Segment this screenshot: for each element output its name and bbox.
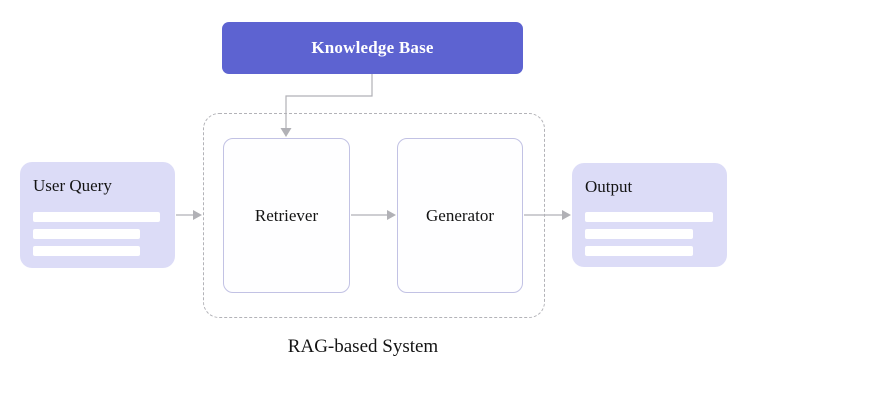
placeholder-bar: [33, 212, 160, 222]
diagram-caption: RAG-based System: [287, 336, 439, 357]
placeholder-bar: [585, 212, 713, 222]
placeholder-bar: [585, 246, 693, 256]
retriever-node: Retriever: [223, 138, 350, 293]
retriever-label: Retriever: [254, 205, 319, 225]
placeholder-bar: [33, 229, 140, 239]
output-card: Output: [572, 163, 727, 267]
user-query-label: User Query: [33, 176, 112, 195]
generator-node: Generator: [397, 138, 523, 293]
arrowhead-right-icon: [562, 210, 571, 220]
arrowhead-right-icon: [193, 210, 202, 220]
placeholder-bar: [33, 246, 140, 256]
placeholder-bar: [585, 229, 693, 239]
generator-label: Generator: [426, 205, 494, 225]
knowledge-base-node: Knowledge Base: [222, 22, 523, 74]
knowledge-base-label: Knowledge Base: [311, 38, 434, 57]
user-query-card: User Query: [20, 162, 175, 268]
output-label: Output: [585, 177, 633, 196]
